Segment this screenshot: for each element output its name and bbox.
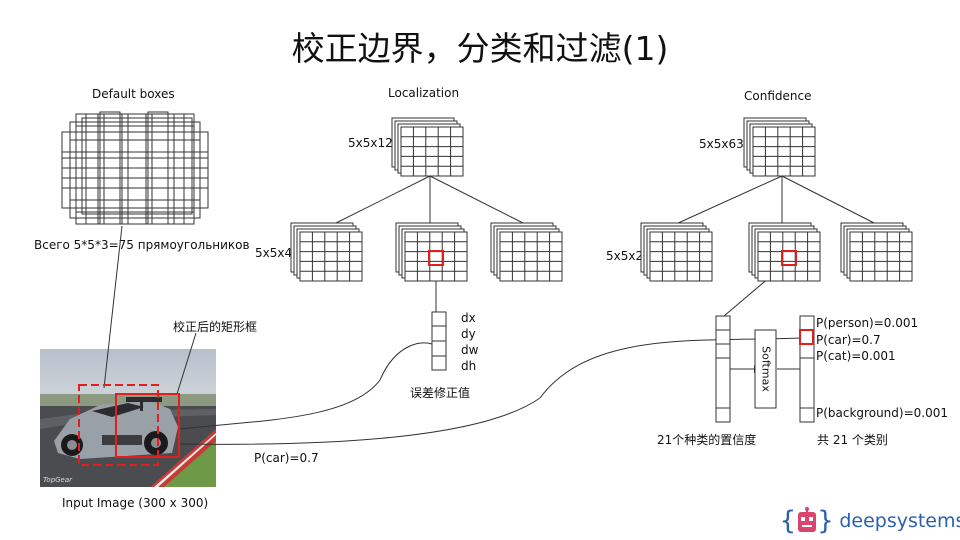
softmax-box <box>754 329 777 409</box>
confidence-vector <box>715 315 731 423</box>
offset-dw: dw <box>461 343 479 357</box>
input-image-caption: Input Image (300 x 300) <box>62 496 209 510</box>
corrected-box-label: 校正后的矩形框 <box>173 320 258 334</box>
localization-top-shape: 5x5x12 <box>348 136 393 150</box>
offset-dh: dh <box>461 359 477 373</box>
class-probability-vector <box>799 315 815 423</box>
brand-logo[interactable]: { } deepsystems.io <box>780 503 960 539</box>
highlights <box>78 250 814 466</box>
confidence-title: Confidence <box>744 89 812 103</box>
default-boxes-caption: Всего 5*5*3=75 прямоугольников <box>34 238 250 252</box>
confidence-top-map <box>743 117 816 177</box>
softmax-label: Softmax <box>760 346 773 392</box>
photo-watermark: TopGear <box>43 476 73 484</box>
localization-title: Localization <box>388 86 460 100</box>
localization-child-shape: 5x5x4 <box>255 246 293 260</box>
prediction-label: P(car)=0.7 <box>254 451 319 465</box>
vector-caption: 21个种类的置信度 <box>657 433 757 447</box>
localization-map-1 <box>290 222 363 282</box>
confidence-child-shape: 5x5x21 <box>606 249 651 263</box>
localization-map-3 <box>490 222 563 282</box>
default-boxes-title: Default boxes <box>92 87 175 101</box>
brace-close-icon: } <box>817 506 834 536</box>
offsets-caption: 误差修正值 <box>410 386 471 400</box>
offset-dy: dy <box>461 327 476 341</box>
localization-top-map <box>391 117 464 177</box>
brand-name: deepsystems.io <box>839 510 960 532</box>
brace-open-icon: { <box>780 506 796 536</box>
localization-map-2 <box>395 222 468 282</box>
default-boxes-grid <box>61 111 209 225</box>
confidence-top-shape: 5x5x63 <box>699 137 744 151</box>
slide-title: 校正边界，分类和过滤(1) <box>291 29 669 68</box>
offset-dx: dx <box>461 311 476 325</box>
corrected-box <box>115 393 180 458</box>
classes-caption: 共 21 个类别 <box>817 433 888 447</box>
input-image: TopGear <box>40 349 216 487</box>
confidence-map-1 <box>640 222 713 282</box>
offset-vector <box>431 311 447 371</box>
prob-background: P(background)=0.001 <box>816 406 948 420</box>
default-box-dashed <box>78 384 159 466</box>
prob-car: P(car)=0.7 <box>816 333 881 347</box>
confidence-map-3 <box>840 222 913 282</box>
prob-person: P(person)=0.001 <box>816 316 919 330</box>
prob-cat: P(cat)=0.001 <box>816 349 896 363</box>
feature-map-stacks <box>290 117 913 282</box>
robot-icon <box>797 507 816 532</box>
